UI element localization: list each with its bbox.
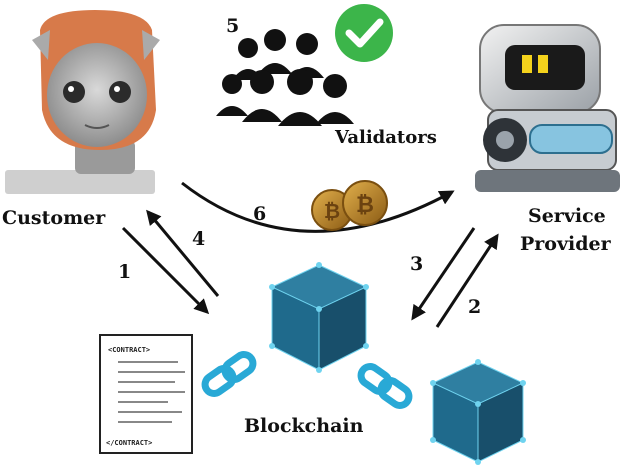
- chain-link-icon: [357, 363, 413, 409]
- step-3-label: 3: [410, 253, 423, 275]
- chain-link-icon: [201, 351, 257, 397]
- customer-label: Customer: [2, 207, 106, 229]
- customer-robot-icon: [5, 10, 160, 194]
- step-4-arrow: [146, 209, 220, 297]
- provider-label: Provider: [520, 233, 612, 255]
- coin-symbol-2: ₿: [356, 193, 374, 218]
- validators-label: Validators: [334, 127, 437, 148]
- step-1-label: 1: [118, 261, 131, 283]
- step-1-arrow: [121, 226, 210, 315]
- block-cube-icon: [269, 262, 369, 373]
- validation-check-icon: [335, 4, 393, 62]
- step-6-label: 6: [253, 203, 266, 225]
- blockchain-label: Blockchain: [244, 415, 364, 437]
- contract-document-icon: <CONTRACT> </CONTRACT>: [99, 334, 193, 454]
- block-cube-icon: [430, 359, 526, 465]
- coin-symbol-1: ₿: [324, 199, 340, 223]
- step-4-label: 4: [192, 228, 205, 250]
- step-5-label: 5: [226, 15, 239, 37]
- service-provider-robot-icon: [475, 24, 620, 192]
- step-2-arrow: [435, 233, 499, 328]
- validators-people-icon: [216, 29, 354, 126]
- contract-close-tag: </CONTRACT>: [106, 439, 152, 447]
- step-2-label: 2: [468, 296, 481, 318]
- contract-open-tag: <CONTRACT>: [108, 346, 150, 354]
- step-3-arrow: [411, 227, 476, 321]
- step-6-arrow: [181, 181, 455, 233]
- bitcoin-coins-icon: ₿ ₿: [311, 180, 388, 231]
- service-label: Service: [528, 205, 606, 227]
